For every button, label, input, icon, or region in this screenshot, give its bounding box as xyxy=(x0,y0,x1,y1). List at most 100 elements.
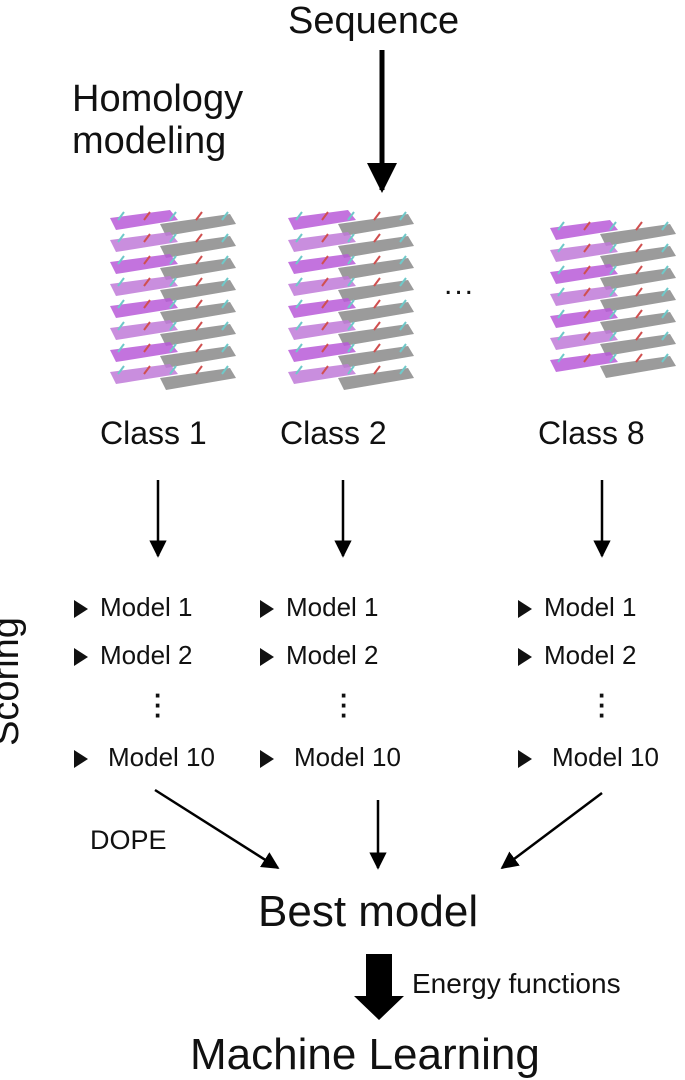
side-chain xyxy=(169,277,177,287)
side-chain xyxy=(169,365,177,375)
side-chain xyxy=(295,299,303,309)
beta-sheet-gray xyxy=(600,246,676,268)
beta-sheet-gray xyxy=(600,224,676,246)
side-chain xyxy=(195,233,203,243)
side-chain xyxy=(373,233,381,243)
side-chain xyxy=(221,233,229,243)
beta-sheet-gray xyxy=(338,368,414,390)
side-chain xyxy=(661,243,669,253)
side-chain xyxy=(295,277,303,287)
best-model-label: Best model xyxy=(258,887,479,936)
energy-functions-label: Energy functions xyxy=(412,968,621,999)
side-chain xyxy=(347,299,355,309)
class-2-label: Class 2 xyxy=(280,415,387,451)
side-chain xyxy=(609,331,617,341)
side-chain xyxy=(557,287,565,297)
side-chain xyxy=(195,255,203,265)
beta-sheet-gray xyxy=(160,280,236,302)
side-chain xyxy=(221,211,229,221)
side-chain xyxy=(169,211,177,221)
side-chain xyxy=(583,287,591,297)
side-chain xyxy=(609,243,617,253)
side-chain xyxy=(221,321,229,331)
side-chain xyxy=(117,343,125,353)
side-chain xyxy=(661,265,669,275)
side-chain xyxy=(373,343,381,353)
side-chain xyxy=(373,211,381,221)
side-chain xyxy=(321,211,329,221)
dope-arrow-right xyxy=(500,792,603,870)
side-chain xyxy=(635,331,643,341)
side-chain xyxy=(661,331,669,341)
side-chain xyxy=(195,343,203,353)
side-chain xyxy=(169,343,177,353)
side-chain xyxy=(221,299,229,309)
side-chain xyxy=(373,299,381,309)
side-chain xyxy=(347,233,355,243)
side-chain xyxy=(117,211,125,221)
bullet-icon xyxy=(74,648,88,667)
side-chain xyxy=(347,277,355,287)
side-chain xyxy=(143,299,151,309)
beta-sheet-gray xyxy=(160,302,236,324)
bullet-icon xyxy=(260,600,274,619)
side-chain xyxy=(557,331,565,341)
side-chain xyxy=(295,343,303,353)
beta-sheet-gray xyxy=(160,236,236,258)
side-chain xyxy=(347,365,355,375)
side-chain xyxy=(609,309,617,319)
side-chain xyxy=(399,211,407,221)
side-chain xyxy=(557,243,565,253)
side-chain xyxy=(661,353,669,363)
class-2-model-10: Model 10 xyxy=(260,742,401,773)
side-chain xyxy=(321,233,329,243)
side-chain xyxy=(195,321,203,331)
class-2-model-2: Model 2 xyxy=(260,640,379,671)
side-chain xyxy=(609,353,617,363)
beta-sheet-gray xyxy=(338,346,414,368)
side-chain xyxy=(117,321,125,331)
class-1-model-10: Model 10 xyxy=(74,742,215,773)
side-chain xyxy=(221,277,229,287)
side-chain xyxy=(661,309,669,319)
bullet-icon xyxy=(260,648,274,667)
bullet-icon xyxy=(518,648,532,667)
dope-label: DOPE xyxy=(90,825,167,855)
side-chain xyxy=(399,299,407,309)
side-chain xyxy=(195,211,203,221)
dope-arrow-left xyxy=(154,788,280,870)
bullet-icon xyxy=(74,600,88,619)
structure-class-2 xyxy=(288,210,414,390)
side-chain xyxy=(583,243,591,253)
side-chain xyxy=(221,343,229,353)
class-2-vdots: ··· xyxy=(340,680,349,730)
side-chain xyxy=(347,343,355,353)
side-chain xyxy=(661,287,669,297)
beta-sheet-gray xyxy=(600,268,676,290)
side-chain xyxy=(295,211,303,221)
side-chain xyxy=(169,299,177,309)
side-chain xyxy=(143,343,151,353)
side-chain xyxy=(221,255,229,265)
class-8-vdots: ··· xyxy=(598,680,607,730)
beta-sheet-gray xyxy=(338,302,414,324)
side-chain xyxy=(399,365,407,375)
side-chain xyxy=(609,265,617,275)
bullet-icon xyxy=(518,750,532,769)
beta-sheet-gray xyxy=(160,258,236,280)
side-chain xyxy=(373,255,381,265)
beta-sheet-gray xyxy=(338,324,414,346)
side-chain xyxy=(143,233,151,243)
side-chain xyxy=(557,309,565,319)
side-chain xyxy=(399,255,407,265)
side-chain xyxy=(195,365,203,375)
side-chain xyxy=(635,243,643,253)
side-chain xyxy=(373,321,381,331)
ml-arrow xyxy=(354,954,404,1020)
structure-class-8 xyxy=(550,220,676,378)
side-chain xyxy=(583,221,591,231)
side-chain xyxy=(169,255,177,265)
side-chain xyxy=(635,309,643,319)
side-chain xyxy=(117,365,125,375)
